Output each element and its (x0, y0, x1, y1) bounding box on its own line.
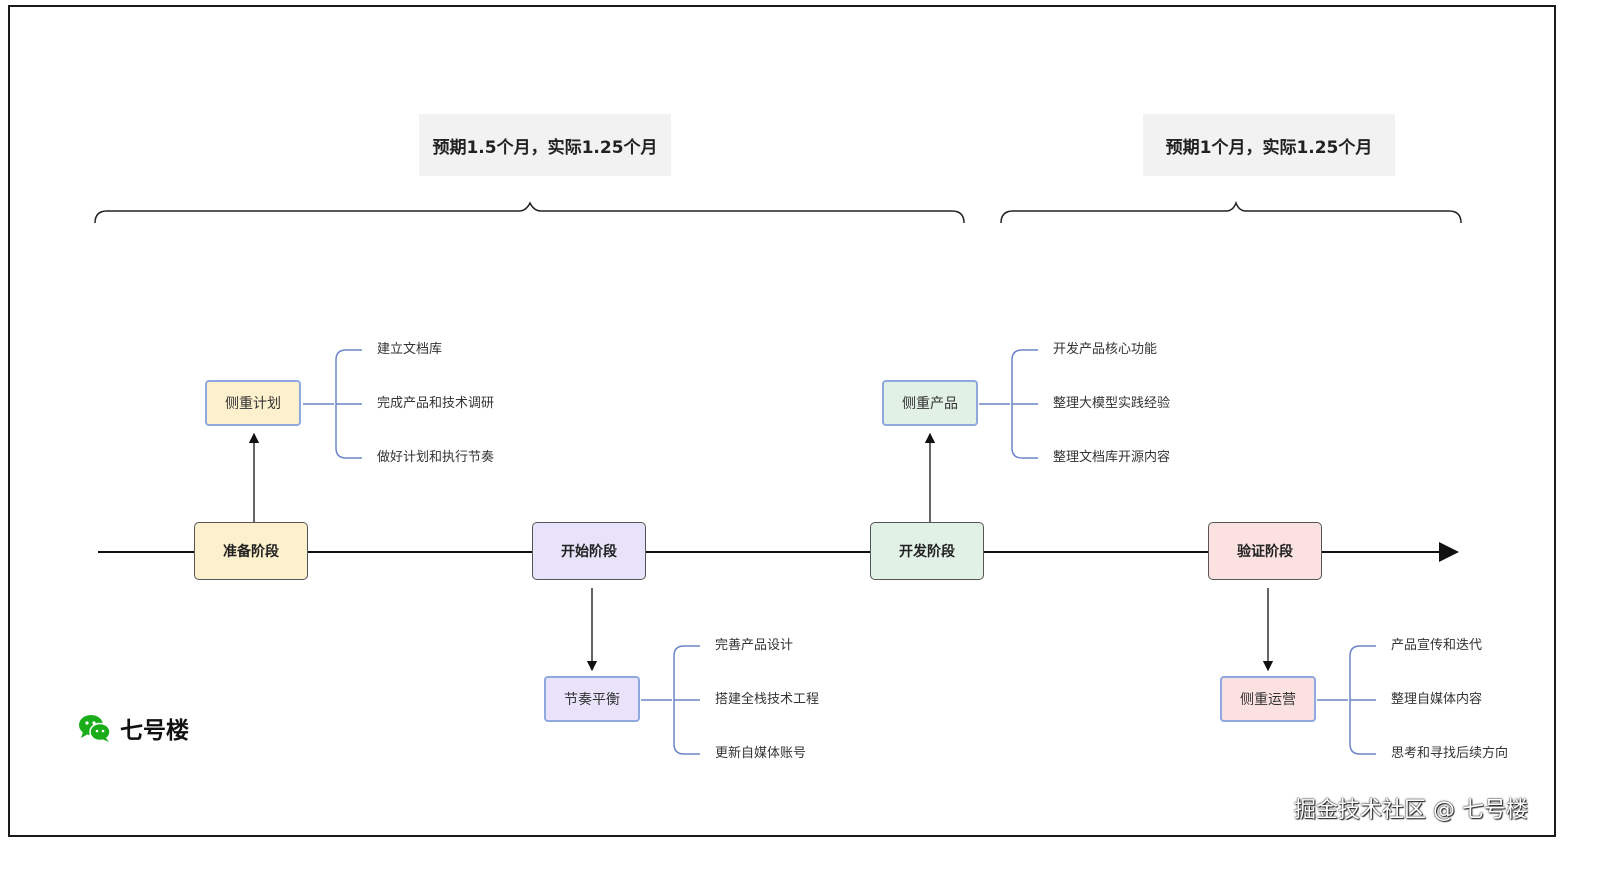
list-item: 整理自媒体内容 (1391, 692, 1483, 707)
list-item: 建立文档库 (377, 342, 443, 357)
list-item: 整理文档库开源内容 (1053, 450, 1171, 465)
stage-prepare: 准备阶段 (194, 522, 308, 580)
brand-name: 七号楼 (120, 718, 189, 744)
brace-1 (94, 201, 965, 224)
list-item: 更新自媒体账号 (715, 746, 807, 761)
focus-planning: 侧重计划 (205, 380, 301, 426)
list-item: 整理大模型实践经验 (1053, 396, 1171, 411)
focus-balance: 节奏平衡 (544, 676, 640, 722)
focus-operation: 侧重运营 (1220, 676, 1316, 722)
diagram-frame (8, 5, 1556, 837)
list-item: 做好计划和执行节奏 (377, 450, 495, 465)
focus-product: 侧重产品 (882, 380, 978, 426)
watermark: 掘金技术社区 @ 七号楼 (1294, 798, 1528, 823)
stage-validate: 验证阶段 (1208, 522, 1322, 580)
list-item: 产品宣传和迭代 (1391, 638, 1483, 653)
list-item: 开发产品核心功能 (1053, 342, 1158, 357)
stage-start: 开始阶段 (532, 522, 646, 580)
brand: 七号楼 (78, 711, 189, 745)
list-item: 搭建全栈技术工程 (715, 692, 820, 707)
stage-develop: 开发阶段 (870, 522, 984, 580)
list-item: 思考和寻找后续方向 (1391, 746, 1509, 761)
wechat-icon (79, 715, 111, 742)
duration-label-2: 预期1个月，实际1.25个月 (1143, 114, 1395, 176)
list-item: 完善产品设计 (715, 638, 794, 653)
duration-label-1: 预期1.5个月，实际1.25个月 (419, 114, 671, 176)
brace-2 (1000, 200, 1462, 224)
list-item: 完成产品和技术调研 (377, 396, 495, 411)
